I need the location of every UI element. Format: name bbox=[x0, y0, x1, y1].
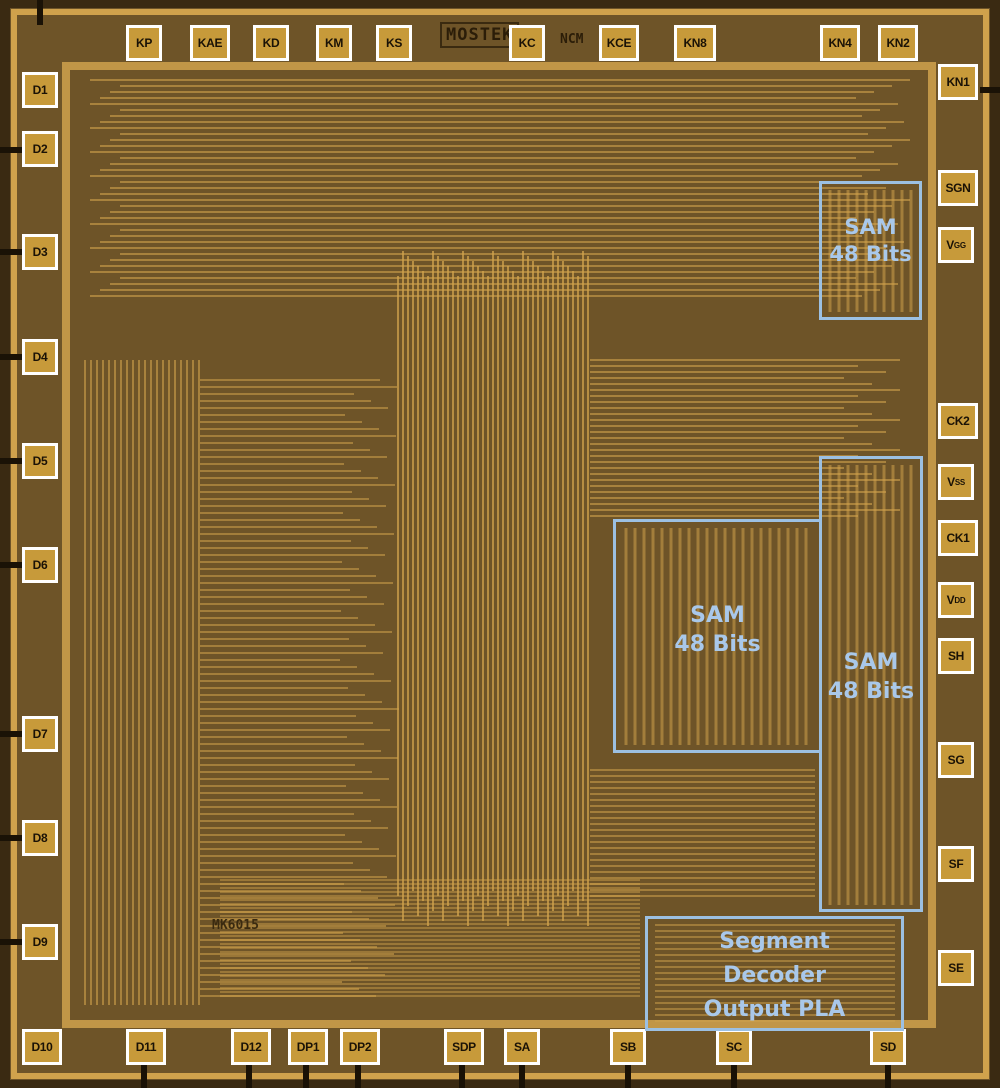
pad-ks: KS bbox=[376, 25, 412, 61]
pad-d6: D6 bbox=[22, 547, 58, 583]
pad-km: KM bbox=[316, 25, 352, 61]
pad-kae: KAE bbox=[190, 25, 230, 61]
pad-d3: D3 bbox=[22, 234, 58, 270]
pad-dp2: DP2 bbox=[340, 1029, 380, 1065]
segment-decoder-pla-label: Segment Decoder Output PLA bbox=[648, 925, 901, 1027]
part-number-marking: MK6015 bbox=[212, 918, 259, 933]
sam-block-top-right-label: SAM 48 Bits bbox=[822, 214, 919, 269]
segment-decoder-pla-block: Segment Decoder Output PLA bbox=[645, 916, 904, 1031]
pad-d2: D2 bbox=[22, 131, 58, 167]
pad-sd: SD bbox=[870, 1029, 906, 1065]
segment-decoder-pla-line-1: Segment bbox=[719, 929, 830, 954]
pad-d5: D5 bbox=[22, 443, 58, 479]
sam-block-right-title: SAM bbox=[843, 650, 899, 675]
pad-d8: D8 bbox=[22, 820, 58, 856]
pad-kn4: KN4 bbox=[820, 25, 860, 61]
sam-block-right-size: 48 Bits bbox=[827, 678, 915, 704]
pad-d10: D10 bbox=[22, 1029, 62, 1065]
segment-decoder-pla-line-2: Decoder bbox=[723, 963, 826, 989]
pad-sh: SH bbox=[938, 638, 974, 674]
pad-sf: SF bbox=[938, 846, 974, 882]
pad-kce: KCE bbox=[599, 25, 639, 61]
pad-sb: SB bbox=[610, 1029, 646, 1065]
sam-block-top-right-title: SAM bbox=[844, 215, 897, 239]
sam-block-middle-label: SAM 48 Bits bbox=[616, 602, 819, 659]
sam-block-right-label: SAM 48 Bits bbox=[822, 649, 920, 706]
pad-kn8: KN8 bbox=[674, 25, 716, 61]
mostek-logo: MOSTEK bbox=[440, 22, 520, 48]
pad-dp1: DP1 bbox=[288, 1029, 328, 1065]
sam-block-middle: SAM 48 Bits bbox=[613, 519, 822, 753]
ncm-logo: NCM bbox=[560, 32, 584, 47]
sam-block-middle-size: 48 Bits bbox=[674, 631, 761, 657]
sam-block-right: SAM 48 Bits bbox=[819, 456, 923, 912]
pad-sgn: SGN bbox=[938, 170, 978, 206]
pad-d4: D4 bbox=[22, 339, 58, 375]
pad-d9: D9 bbox=[22, 924, 58, 960]
pad-ck1: CK1 bbox=[938, 520, 978, 556]
pad-ck2: CK2 bbox=[938, 403, 978, 439]
pad-kp: KP bbox=[126, 25, 162, 61]
pad-sg: SG bbox=[938, 742, 974, 778]
sam-block-middle-title: SAM bbox=[690, 603, 745, 628]
pad-se: SE bbox=[938, 950, 974, 986]
pad-d7: D7 bbox=[22, 716, 58, 752]
sam-block-top-right-size: 48 Bits bbox=[829, 242, 912, 267]
pad-kn2: KN2 bbox=[878, 25, 918, 61]
pad-sa: SA bbox=[504, 1029, 540, 1065]
pad-d11: D11 bbox=[126, 1029, 166, 1065]
segment-decoder-pla-line-3: Output PLA bbox=[703, 997, 846, 1023]
pad-kn1: KN1 bbox=[938, 64, 978, 100]
pad-sc: SC bbox=[716, 1029, 752, 1065]
sam-block-top-right: SAM 48 Bits bbox=[819, 181, 922, 320]
pad-kc: KC bbox=[509, 25, 545, 61]
pad-d1: D1 bbox=[22, 72, 58, 108]
pad-kd: KD bbox=[253, 25, 289, 61]
pad-sdp: SDP bbox=[444, 1029, 484, 1065]
pad-d12: D12 bbox=[231, 1029, 271, 1065]
